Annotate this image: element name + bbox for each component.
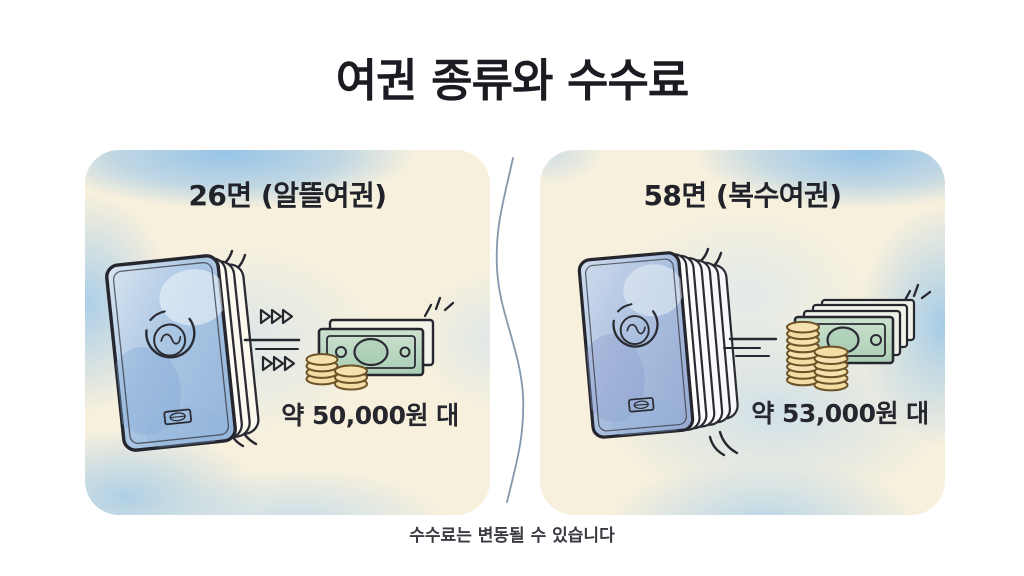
coin-stack-icon	[786, 320, 849, 392]
illustration-26	[105, 249, 455, 452]
passport-emblem-icon	[145, 310, 196, 426]
fee-amount-26: 약 50,000원 대	[281, 401, 459, 430]
sparkle-icon	[423, 296, 455, 318]
illustration-58	[577, 247, 932, 457]
banknote-icon	[317, 318, 435, 377]
speed-lines-icon	[723, 337, 778, 357]
footer-disclaimer: 수수료는 변동될 수 있습니다	[409, 526, 615, 546]
passport-emblem-icon	[612, 303, 659, 413]
card-heading-58: 58면 (복수여권)	[643, 179, 842, 212]
fee-amount-58: 약 53,000원 대	[751, 399, 929, 428]
coin-stack-icon	[305, 353, 368, 391]
fee-card-58: 58면 (복수여권)	[540, 150, 945, 515]
passport-26-icon	[105, 254, 260, 452]
page-title: 여권 종류와 수수료	[335, 54, 690, 107]
divider-curve	[495, 157, 525, 503]
fee-card-26: 26면 (알뜰여권)	[85, 150, 490, 515]
fast-forward-chevrons-icon	[243, 308, 301, 372]
passport-58-icon	[577, 251, 739, 439]
card-heading-26: 26면 (알뜰여권)	[188, 179, 387, 212]
